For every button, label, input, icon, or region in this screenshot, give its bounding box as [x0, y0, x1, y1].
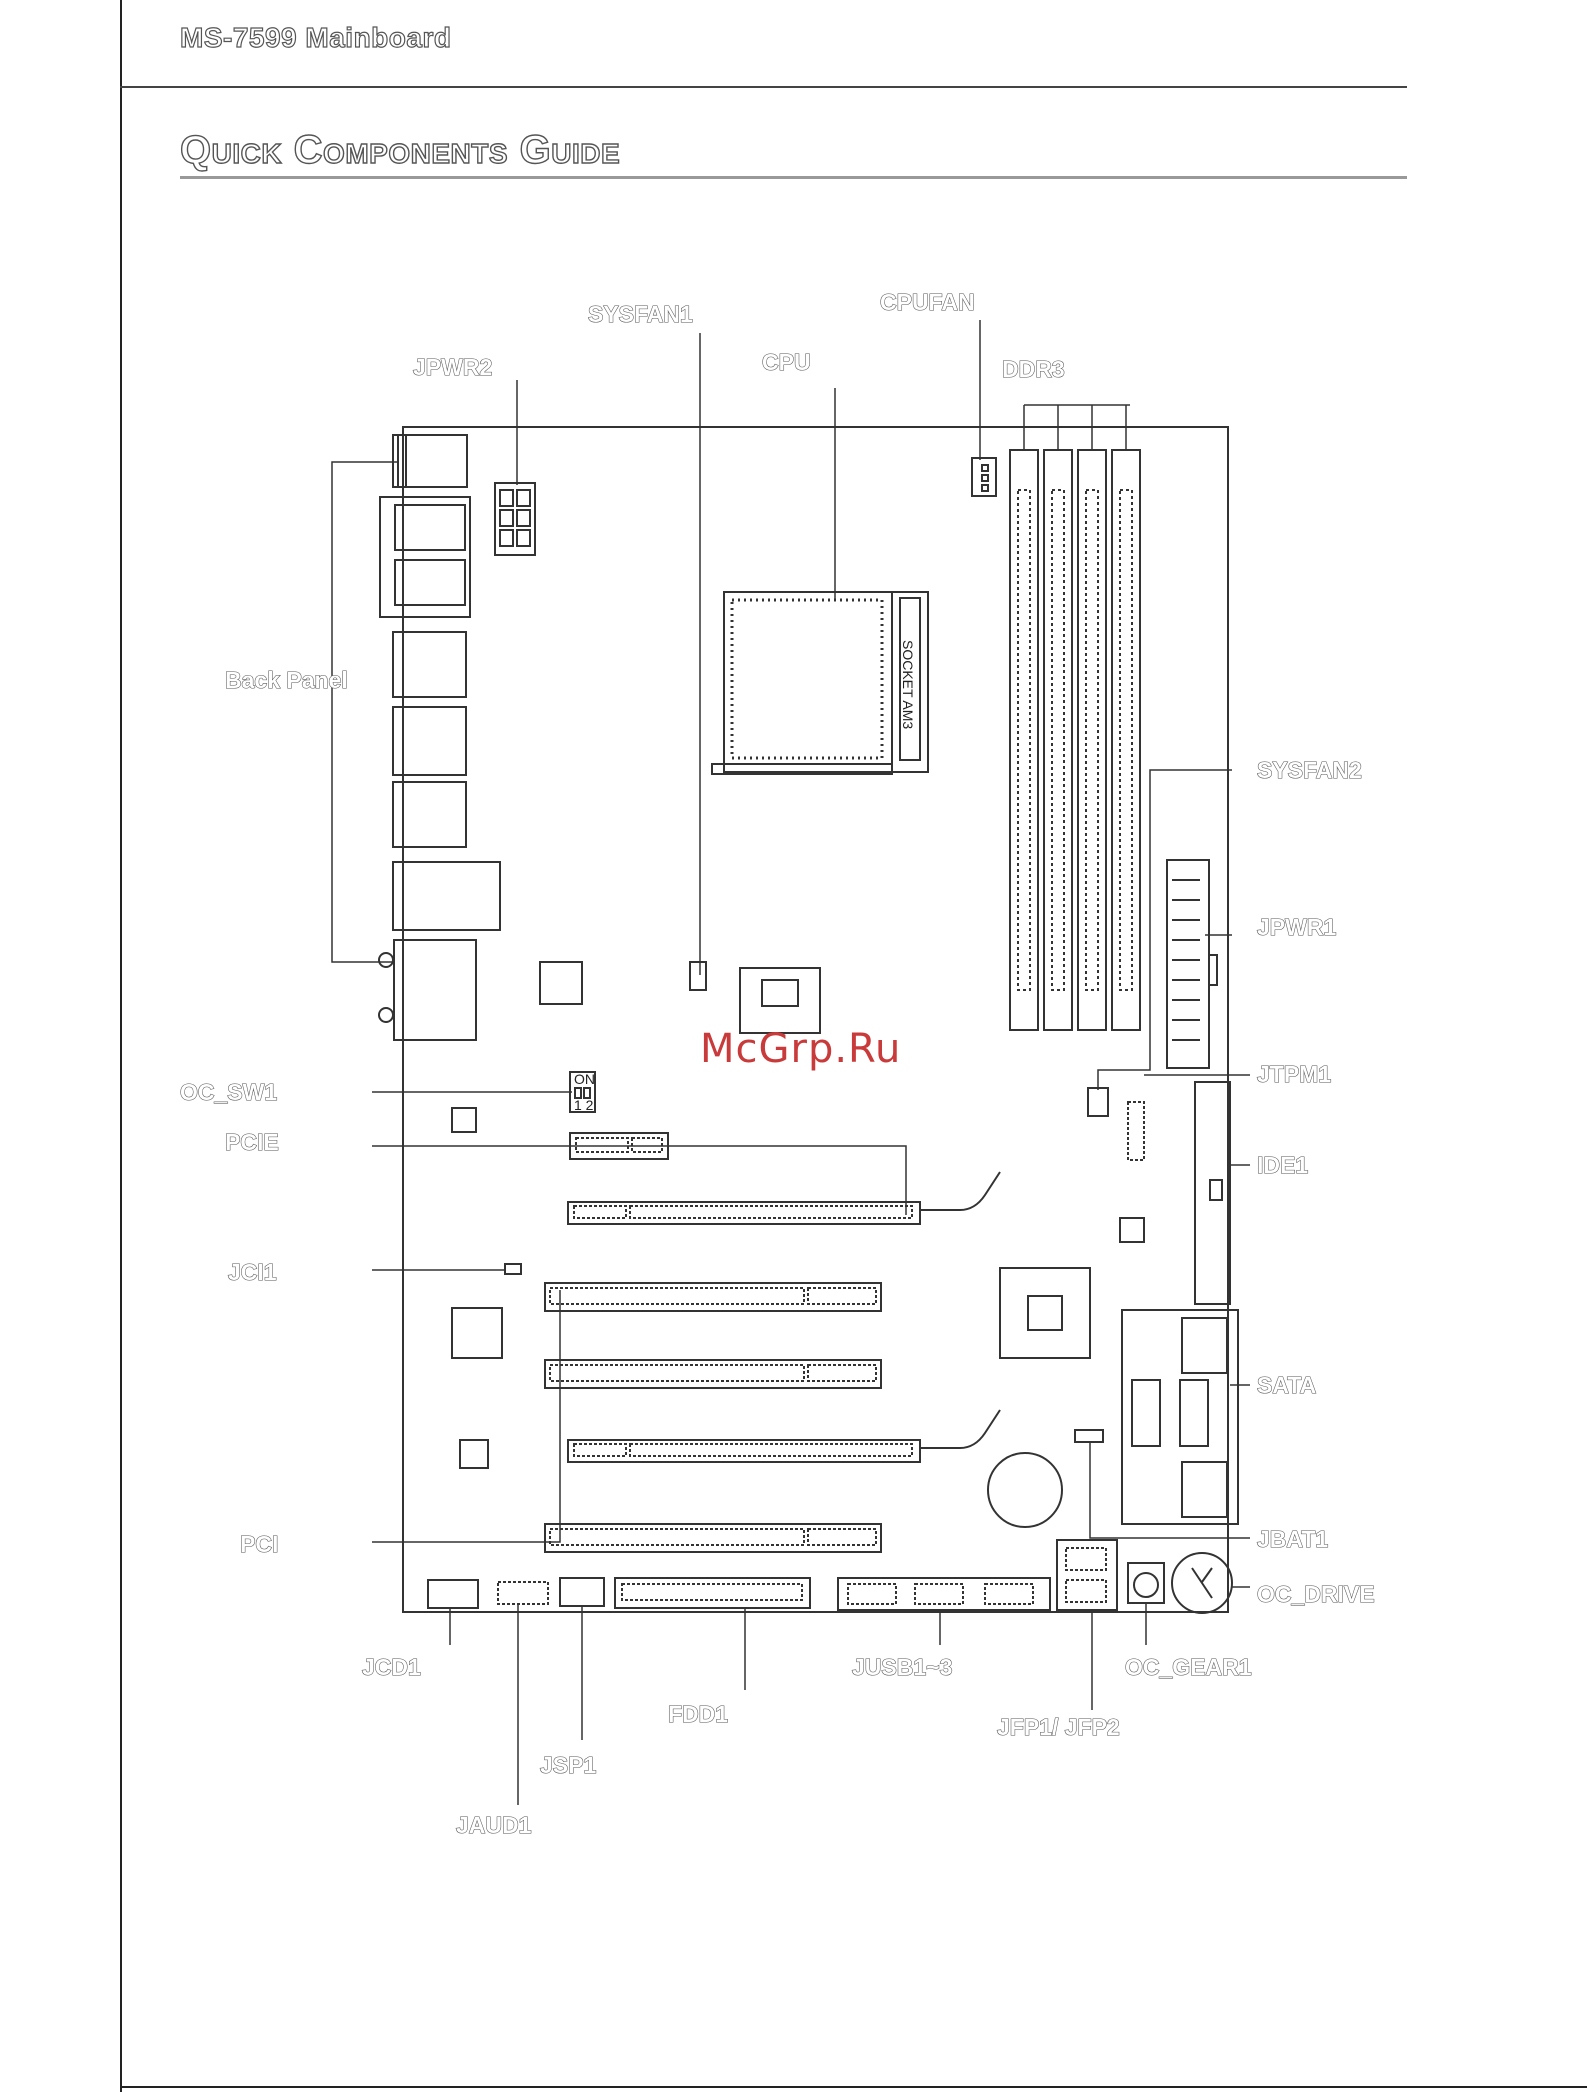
pcie-x16-slot-2 [568, 1410, 1000, 1462]
label-jtpm1: JTPM1 [1257, 1061, 1331, 1087]
jfp-headers [1057, 1540, 1117, 1610]
label-sata: SATA [1257, 1372, 1316, 1398]
jpwr2-connector [495, 483, 535, 555]
cpufan-header [972, 458, 996, 496]
southbridge-chip [1028, 1296, 1062, 1330]
label-oc-drive: OC_DRIVE [1257, 1581, 1375, 1607]
jcd1-header [428, 1580, 478, 1608]
label-sysfan2: SYSFAN2 [1257, 757, 1362, 783]
label-oc-sw1: OC_SW1 [180, 1079, 277, 1105]
socket-label: SOCKET AM3 [900, 640, 916, 729]
label-jsp1: JSP1 [540, 1752, 596, 1778]
label-sysfan1: SYSFAN1 [588, 301, 693, 327]
pci-slot-2 [545, 1360, 881, 1388]
cpu-socket [712, 592, 928, 774]
jci1-header [505, 1264, 521, 1274]
jaud1-header [498, 1582, 548, 1604]
label-jpwr2: JPWR2 [413, 354, 492, 380]
sysfan2-header [1088, 1088, 1108, 1116]
label-cpufan: CPUFAN [880, 289, 975, 315]
pci-slot-3 [545, 1524, 881, 1552]
label-jfp: JFP1/ JFP2 [997, 1714, 1120, 1740]
label-jpwr1: JPWR1 [1257, 914, 1336, 940]
sata-connectors [1122, 1310, 1238, 1524]
cmos-battery [988, 1453, 1062, 1527]
label-jcd1: JCD1 [362, 1654, 421, 1680]
back-panel-connectors [379, 435, 500, 1040]
oc-sw1-on-label: ON [574, 1071, 595, 1087]
jbat1-header [1075, 1430, 1103, 1442]
label-fdd1: FDD1 [668, 1701, 728, 1727]
jusb-headers [838, 1578, 1050, 1610]
northbridge-heatsink [740, 968, 820, 1033]
label-ddr3: DDR3 [1002, 356, 1065, 382]
fdd1-connector [615, 1578, 810, 1608]
label-ide1: IDE1 [1257, 1152, 1308, 1178]
pcie-x16-slot-1 [568, 1172, 1000, 1224]
label-jusb: JUSB1~3 [852, 1654, 952, 1680]
label-pcie: PCIE [225, 1129, 279, 1155]
label-pci: PCI [240, 1531, 278, 1557]
ddr3-slots [1010, 450, 1140, 1030]
label-back-panel: Back Panel [225, 667, 348, 693]
label-cpu: CPU [762, 349, 811, 375]
small-chip-1 [452, 1108, 476, 1132]
small-chip-3 [460, 1440, 488, 1468]
southbridge-heatsink [1000, 1268, 1090, 1358]
label-jci1: JCI1 [228, 1259, 277, 1285]
board-outline [403, 427, 1228, 1612]
label-jaud1: JAUD1 [456, 1812, 532, 1838]
jtpm1-header [1128, 1102, 1144, 1160]
northbridge-chip [762, 980, 798, 1006]
small-chip-2 [452, 1308, 502, 1358]
oc-drive-knob [1172, 1553, 1232, 1613]
jpwr1-connector [1167, 860, 1217, 1068]
ide1-connector [1195, 1082, 1230, 1304]
sysfan1-header [690, 962, 706, 990]
pci-slot-1 [545, 1283, 881, 1311]
label-jbat1: JBAT1 [1257, 1526, 1328, 1552]
io-chip [540, 962, 582, 1004]
oc-sw1-pin-label: 1 2 [574, 1097, 594, 1113]
watermark: McGrp.Ru [700, 1026, 901, 1072]
small-chip-4 [1120, 1218, 1144, 1242]
label-oc-gear1: OC_GEAR1 [1125, 1654, 1252, 1680]
jsp1-header [560, 1578, 604, 1606]
oc-gear1-dial [1128, 1563, 1164, 1603]
